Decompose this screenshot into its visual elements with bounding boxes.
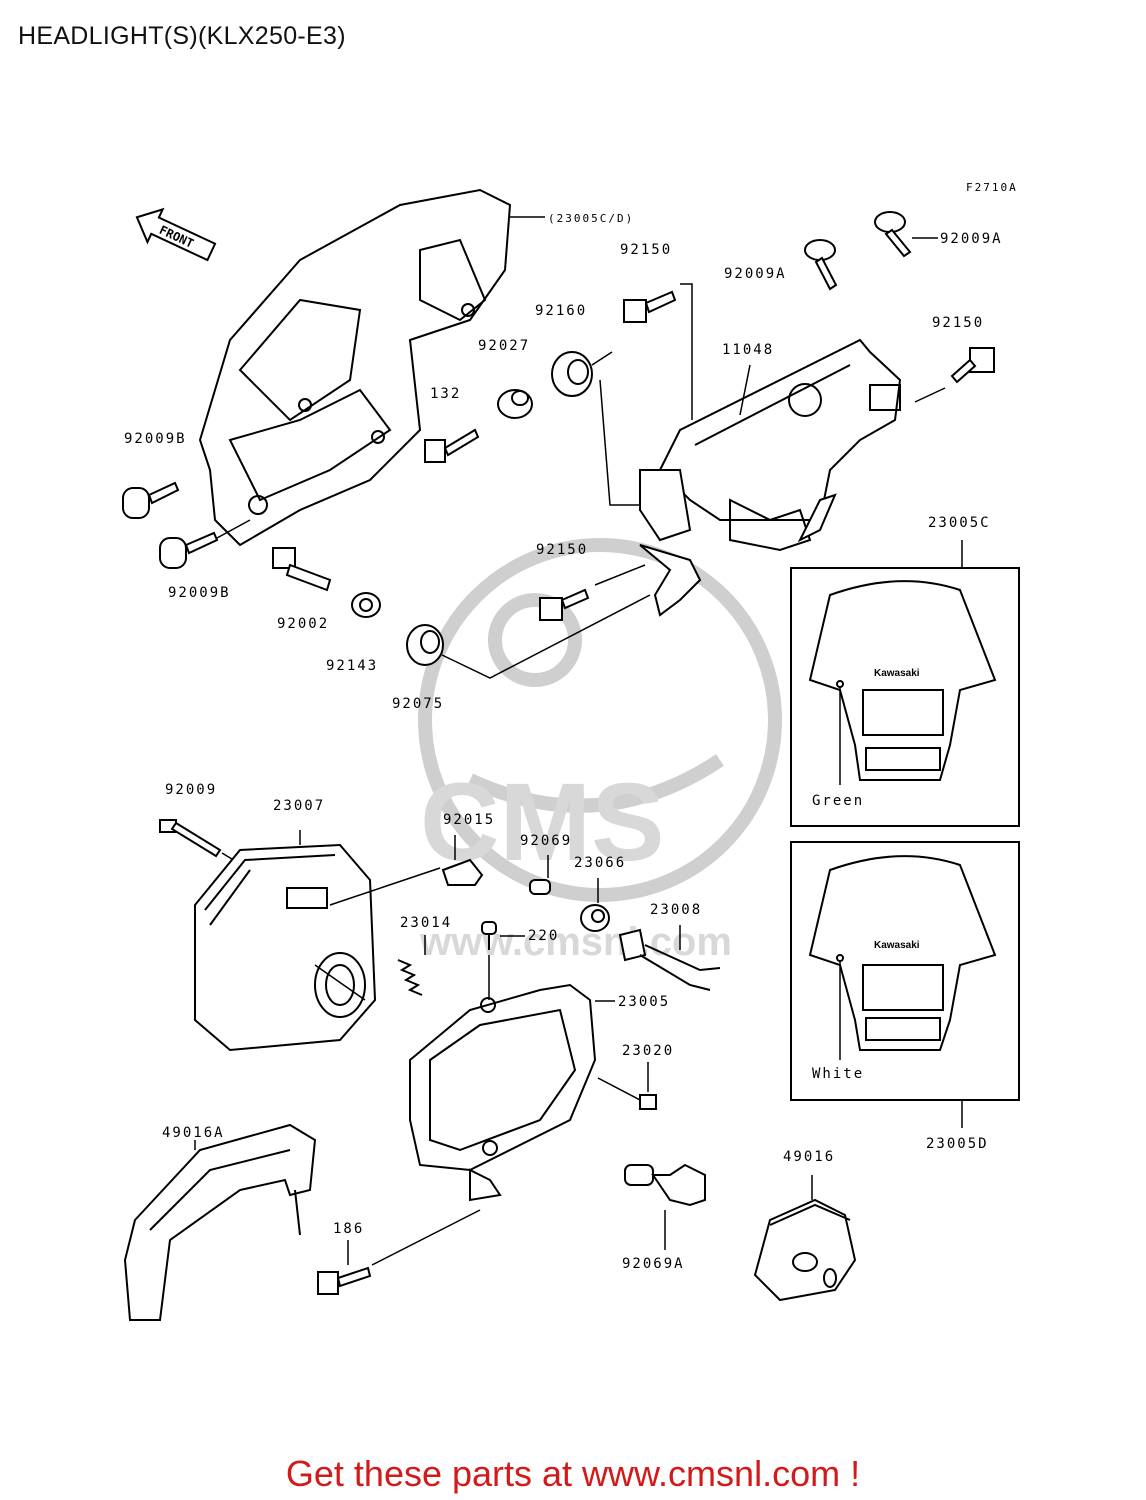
grommet-92075 bbox=[406, 594, 651, 679]
label-92150-mid: 92150 bbox=[536, 542, 588, 558]
label-11048: 11048 bbox=[722, 342, 774, 358]
bolt-92009a-right bbox=[874, 211, 938, 258]
rim-49016a bbox=[123, 1123, 317, 1321]
label-92009: 92009 bbox=[165, 782, 217, 798]
footer-cta-link[interactable]: Get these parts at www.cmsnl.com ! bbox=[285, 1453, 861, 1494]
bolt-92009b-upper bbox=[122, 481, 180, 519]
label-23005c: 23005C bbox=[928, 515, 991, 531]
label-92143: 92143 bbox=[326, 658, 378, 674]
headlight-case-23005 bbox=[409, 983, 615, 1202]
bulb-92069a bbox=[624, 1163, 706, 1250]
bracket-11048 bbox=[599, 338, 902, 617]
bolt-92150-right bbox=[914, 347, 995, 403]
label-92009a-left: 92009A bbox=[724, 266, 787, 282]
bolt-92009b-lower bbox=[159, 519, 251, 569]
label-23005: 23005 bbox=[618, 994, 670, 1010]
headlight-unit-23007 bbox=[194, 830, 377, 1052]
page-title: HEADLIGHT(S)(KLX250-E3) bbox=[18, 22, 346, 50]
label-92069a: 92069A bbox=[622, 1256, 685, 1272]
bolt-92002 bbox=[272, 547, 332, 592]
socket-23008 bbox=[618, 925, 721, 991]
label-92009b-lower: 92009B bbox=[168, 585, 231, 601]
bolt-92150-mid bbox=[539, 564, 646, 621]
label-92069: 92069 bbox=[520, 833, 572, 849]
part-labels: (23005C/D) 92150 92009A 92009A 92160 920… bbox=[124, 212, 1003, 1272]
headlight-cover-green-box: Kawasaki bbox=[790, 540, 1020, 827]
label-220: 220 bbox=[528, 928, 559, 944]
label-92009b-upper: 92009B bbox=[124, 431, 187, 447]
collar-92027 bbox=[497, 389, 533, 419]
label-132: 132 bbox=[430, 386, 461, 402]
label-92150-upper: 92150 bbox=[620, 242, 672, 258]
headlight-cover-white-box: Kawasaki bbox=[790, 841, 1020, 1128]
label-23005d: 23005D bbox=[926, 1136, 989, 1152]
brand-logo-green: Kawasaki bbox=[874, 668, 920, 679]
clip-92015 bbox=[329, 835, 484, 906]
watermark: CMS www.cmsnl.com bbox=[418, 538, 782, 964]
label-92075: 92075 bbox=[392, 696, 444, 712]
label-92150-right: 92150 bbox=[932, 315, 984, 331]
label-92002: 92002 bbox=[277, 616, 329, 632]
label-49016a: 49016A bbox=[162, 1125, 225, 1141]
label-92009a-right: 92009A bbox=[940, 231, 1003, 247]
label-white: White bbox=[812, 1066, 864, 1082]
label-23066: 23066 bbox=[574, 855, 626, 871]
label-green: Green bbox=[812, 793, 864, 809]
bolt-92009a-left bbox=[804, 239, 838, 291]
collar-92143 bbox=[351, 592, 381, 618]
figure-code: F2710A bbox=[966, 181, 1018, 194]
label-92015: 92015 bbox=[443, 812, 495, 828]
grommet-23066 bbox=[580, 878, 610, 932]
bolt-132 bbox=[424, 428, 480, 463]
bolt-186 bbox=[317, 1209, 481, 1295]
watermark-url: www.cmsnl.com bbox=[419, 920, 732, 964]
bolt-92150-upper bbox=[623, 283, 693, 420]
label-92160: 92160 bbox=[535, 303, 587, 319]
nut-23020 bbox=[597, 1062, 657, 1110]
grommet-92160 bbox=[551, 351, 613, 397]
rubber-boot-49016 bbox=[753, 1175, 857, 1302]
screw-220 bbox=[481, 921, 525, 1000]
label-23014: 23014 bbox=[400, 915, 452, 931]
label-23008: 23008 bbox=[650, 902, 702, 918]
label-186: 186 bbox=[333, 1221, 364, 1237]
spring-23014 bbox=[397, 935, 426, 996]
label-92027: 92027 bbox=[478, 338, 530, 354]
label-23020: 23020 bbox=[622, 1043, 674, 1059]
front-arrow-icon: FRONT bbox=[135, 207, 217, 262]
label-23005cd: (23005C/D) bbox=[548, 212, 634, 225]
bulb-92069 bbox=[529, 855, 551, 895]
label-49016: 49016 bbox=[783, 1149, 835, 1165]
brand-logo-white: Kawasaki bbox=[874, 940, 920, 951]
label-23007: 23007 bbox=[273, 798, 325, 814]
headlight-cover-side bbox=[198, 188, 545, 547]
